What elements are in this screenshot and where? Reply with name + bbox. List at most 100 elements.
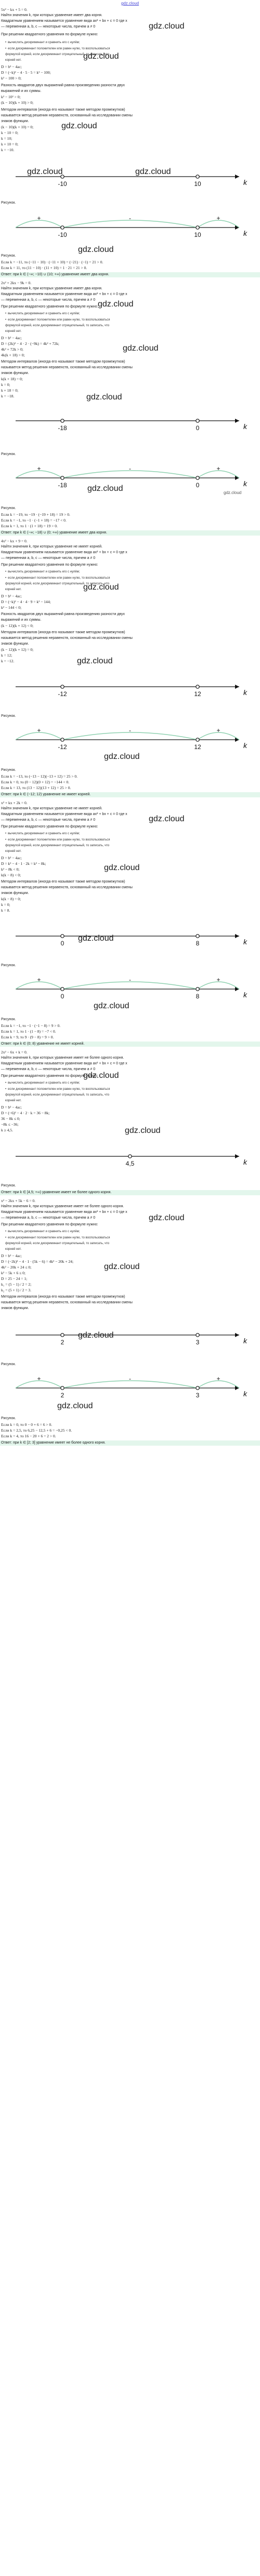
math-line: k₂ = (5 + 1) / 2 = 3. [1, 1288, 32, 1292]
definition-text: Квадратным уравнением называется уравнен… [1, 812, 127, 816]
equation: 2x² − 6x + k = 0. [1, 1050, 28, 1055]
sign-label: + [216, 215, 220, 222]
method-text: Методом интервалов (иногда его называют … [1, 108, 125, 112]
math-line: Если k = 1, то 1 · (1 + 18) = 19 > 0. [1, 524, 58, 528]
math-line: D = b² − 4ac; [1, 64, 22, 69]
root-label: 2 [61, 1339, 64, 1346]
axis-variable-label: k [243, 1337, 248, 1345]
watermark: gdz.cloud [77, 657, 113, 665]
step-text: если дискриминант положителен или равен … [5, 47, 110, 51]
step-text: корней нет. [5, 1248, 22, 1251]
sign-label: + [216, 1375, 220, 1382]
root-point [60, 934, 64, 938]
method-text: знаков функции. [1, 1306, 29, 1310]
figure-caption: Рисунок. [1, 506, 16, 510]
axis-variable-label: k [243, 1158, 248, 1166]
method-text: знаков функции. [1, 119, 29, 123]
definition-text: — переменная a, b, c — некоторые числа, … [1, 1216, 96, 1220]
root-label: 10 [194, 231, 201, 238]
axis-arrow [235, 476, 239, 480]
root-label: -12 [58, 743, 67, 751]
sign-label: + [37, 727, 41, 734]
figure-caption: Рисунок. [1, 452, 16, 456]
method-text: называется метод решения неравенств, осн… [1, 366, 133, 369]
root-point [196, 934, 200, 938]
number-line-figure: k4,5 [16, 1154, 248, 1167]
task-text: Найти значения k, при которых уравнение … [1, 1205, 124, 1208]
root-point [60, 225, 64, 230]
axis-variable-label: k [243, 178, 248, 186]
equation: x² − 2kx + 5k − 6 = 0. [1, 1198, 36, 1203]
math-line: k² − 8k < 0; [1, 867, 20, 872]
step-text: если дискриминант положителен или равен … [5, 576, 110, 580]
equation: 5x² − kx + 5 = 0. [1, 7, 28, 12]
sign-label: + [37, 976, 41, 983]
math-line: 36 − 8k ≤ 0; [1, 1116, 20, 1121]
method-text: Методом интервалов (иногда его называют … [1, 1295, 125, 1299]
axis-arrow [235, 1154, 239, 1158]
watermark: gdz.cloud [123, 344, 159, 353]
sign-label: + [37, 1375, 41, 1382]
root-label: 0 [61, 940, 64, 947]
axis-variable-label: k [243, 479, 248, 488]
sign-arc [15, 470, 63, 478]
top-link[interactable]: gdz.cloud [121, 1, 139, 6]
step-text: корней нет. [5, 330, 22, 333]
root-point [60, 987, 64, 991]
watermark: gdz.cloud [78, 245, 114, 254]
task-text: Найти значения k, при которых уравнение … [1, 807, 102, 810]
math-line: Если k = −19, то −19 · (−19 + 18) = 19 >… [1, 512, 70, 517]
math-line: Если k = 0, то 0 − 0 + 6 = 6 > 0. [1, 1422, 53, 1427]
equation: x² + kx + 2k = 0. [1, 800, 28, 805]
sign-label: - [129, 976, 131, 983]
sign-arc [62, 1380, 198, 1389]
math-line: 4k² − 20k + 24 ≤ 0; [1, 1265, 32, 1270]
math-line: Если k = 13, то (13 − 12)(13 + 12) = 25 … [1, 785, 71, 790]
figure-caption: Рисунок. [1, 1417, 16, 1420]
method-text: Методом интервалов (иногда его называют … [1, 360, 125, 364]
answer-line: Ответ: при k ∈ (−∞; −10) ∪ (10; +∞) урав… [1, 273, 109, 276]
watermark: gdz.cloud [104, 752, 140, 761]
step-text: если дискриминант положителен или равен … [5, 1236, 110, 1240]
sign-arc [197, 1380, 240, 1389]
math-line: Если k = −11, то (−11 − 10) · (−11 + 10)… [1, 260, 103, 264]
math-line: D = k² − 4 · 1 · 2k = k² − 8k; [1, 861, 46, 866]
definition-text: Квадратным уравнением называется уравнен… [1, 551, 127, 554]
watermark: gdz.cloud [61, 122, 97, 130]
root-point [60, 476, 64, 480]
figure-caption: Рисунок. [1, 768, 16, 772]
figure-caption: Рисунок. [1, 714, 16, 718]
axis-arrow [235, 987, 239, 991]
figure-caption: Рисунок. [1, 1018, 16, 1021]
sign-arc [197, 220, 240, 228]
method-text: называется метод решения неравенств, осн… [1, 1301, 133, 1304]
step-text: формулой корней, если дискриминант отриц… [5, 53, 110, 56]
answer-line: Ответ: при k ∈ [4,5; +∞) уравнение имеет… [1, 1191, 112, 1194]
axis-variable-label: k [243, 1390, 248, 1398]
answer-line: Ответ: при k ∈ (0; 8) уравнение не имеет… [1, 1042, 85, 1046]
math-line: k ≥ 4,5. [1, 1128, 13, 1132]
root-label: 12 [194, 743, 201, 751]
math-line: D = (−k)² − 4 · 5 · 5 = k² − 100; [1, 70, 51, 75]
sign-label: + [216, 976, 220, 983]
step-text: формулой корней, если дискриминант отриц… [5, 1093, 110, 1097]
root-point [196, 225, 200, 230]
root-point [60, 1333, 64, 1337]
root-point [196, 175, 200, 179]
root-point [196, 738, 200, 742]
step-text: корней нет. [5, 588, 22, 591]
math-line: k = −12. [1, 659, 15, 663]
method-text: выражений и их суммы. [1, 89, 42, 93]
method-text: знаков функции. [1, 371, 29, 375]
method-text: называется метод решения неравенств, осн… [1, 636, 133, 640]
math-line: k(k − 8) = 0; [1, 897, 21, 901]
math-line: D = b² − 4ac; [1, 1253, 22, 1258]
step-text: корней нет. [5, 59, 22, 62]
task-text: Найти значения k, при которых уравнение … [1, 14, 102, 17]
method-text: Разность квадратов двух выражений равна … [1, 84, 125, 87]
root-label: 2 [61, 1392, 64, 1399]
sign-label: + [216, 727, 220, 734]
math-line: D = 25 − 24 = 1; [1, 1276, 28, 1281]
root-point [128, 1154, 132, 1158]
